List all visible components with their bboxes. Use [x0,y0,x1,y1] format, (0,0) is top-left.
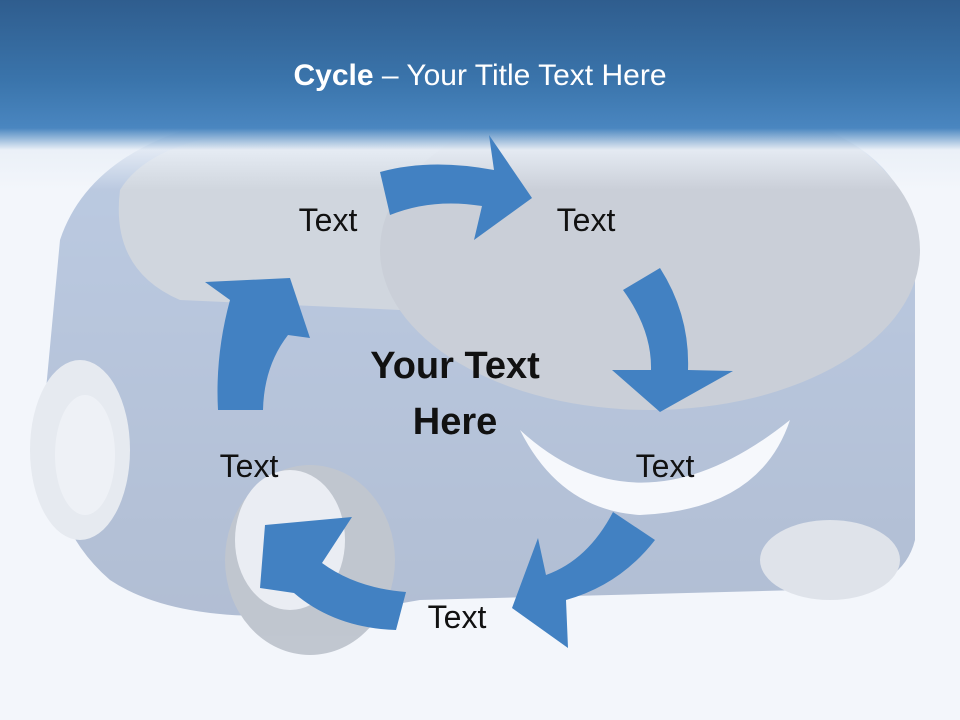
center-text-line2: Here [412,401,498,443]
slide-title: Cycle – Your Title Text Here [0,56,960,96]
cycle-arrow-2 [612,268,733,412]
cycle-node-label: Text [219,448,279,484]
cycle-node-label: Text [556,202,616,238]
center-text-line1: Your Text [370,345,540,387]
cycle-node-label: Text [298,202,358,238]
cycle-arrow-1 [380,135,532,240]
title-bar [0,0,960,190]
center-text: Your Text Here [328,338,582,450]
slide-title-bold: Cycle [293,59,374,92]
cycle-node-label: Text [427,599,487,635]
slide-title-rest: – Your Title Text Here [373,59,667,92]
cycle-arrow-4 [260,517,406,630]
cycle-arrow-5 [205,278,310,410]
cycle-arrow-3 [512,512,655,648]
cycle-node-label: Text [635,448,695,484]
